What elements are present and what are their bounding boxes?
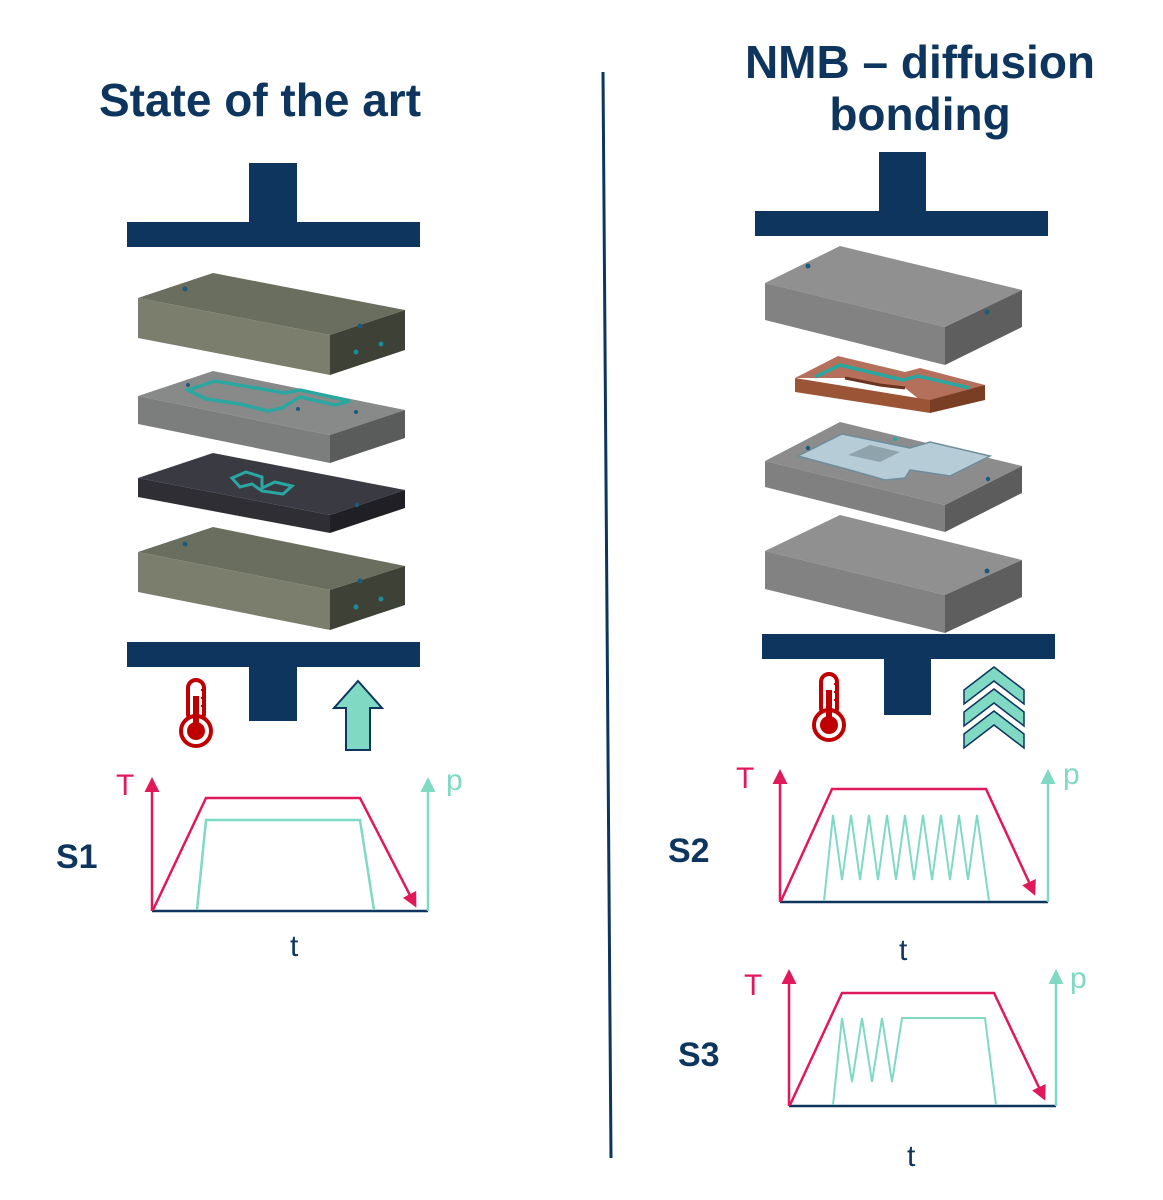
pressure-arrow-icon: [331, 679, 385, 751]
lower-press-punch-right: [762, 634, 1055, 715]
s1-process-chart: S1 T p t: [56, 764, 463, 963]
thermometer-icon: [812, 672, 846, 742]
s2-time-symbol: t: [899, 934, 908, 967]
bottom-plate-right: [765, 515, 1022, 633]
s3-pressure-symbol: p: [1070, 962, 1087, 995]
s2-pressure-symbol: p: [1063, 758, 1080, 791]
upper-press-punch-left: [127, 163, 420, 247]
lower-press-punch-left: [127, 642, 420, 721]
plate-stack-right: [765, 246, 1022, 633]
pulsed-pressure-chevrons-icon: [963, 666, 1025, 750]
s1-temperature-profile: [151, 796, 417, 911]
thermometer-icon: [179, 678, 213, 748]
s3-pressure-profile: [832, 1017, 997, 1106]
s1-pressure-symbol: p: [446, 764, 463, 797]
s3-label: S3: [678, 1036, 720, 1074]
channel-plate-left: [138, 371, 405, 463]
s2-temperature-symbol: T: [736, 762, 754, 795]
s3-temperature-symbol: T: [744, 969, 762, 1002]
pocket-plate-right: [765, 422, 1022, 532]
s2-process-chart: S2 T p t: [668, 758, 1080, 967]
s2-temperature-profile: [779, 787, 1036, 902]
s3-temperature-profile: [788, 991, 1046, 1106]
s2-pressure-profile: [823, 814, 990, 902]
upper-press-punch-right: [755, 152, 1048, 236]
top-plate-left: [138, 273, 405, 375]
s1-label: S1: [56, 838, 98, 876]
s1-pressure-profile: [195, 818, 376, 911]
s3-process-chart: S3 T p t: [678, 962, 1087, 1173]
state-of-the-art-title: State of the art: [98, 74, 422, 126]
plate-stack-left: [138, 273, 405, 630]
s3-time-symbol: t: [907, 1140, 916, 1173]
bottom-plate-left: [138, 527, 405, 630]
top-plate-right: [765, 246, 1022, 365]
s1-temperature-symbol: T: [116, 769, 134, 802]
s1-time-symbol: t: [290, 930, 299, 963]
nmb-diffusion-bonding-title: NMB – diffusion bonding: [744, 36, 1096, 140]
s2-label: S2: [668, 832, 710, 870]
dark-interlayer-left: [138, 453, 405, 533]
divider-line: [601, 71, 613, 1159]
copper-channel-insert: [795, 356, 985, 413]
